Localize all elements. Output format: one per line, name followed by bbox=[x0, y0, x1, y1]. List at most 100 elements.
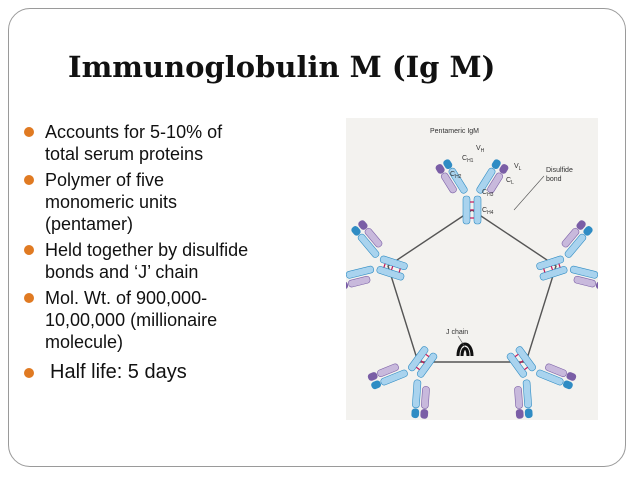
variable-heavy bbox=[351, 226, 361, 236]
pentamer-ring bbox=[387, 209, 557, 363]
heavy-chain-fc bbox=[506, 352, 528, 378]
bullet-text: Polymer of five bbox=[45, 170, 165, 190]
bullet-text: total serum proteins bbox=[45, 144, 204, 164]
antibody-units bbox=[346, 159, 598, 419]
heavy-chain-fab bbox=[346, 265, 375, 279]
variable-light bbox=[566, 372, 577, 381]
igm-monomer bbox=[367, 346, 438, 419]
igm-monomer bbox=[346, 220, 408, 290]
heavy-chain-fab bbox=[476, 167, 496, 194]
ch1-label: CH1 bbox=[462, 155, 474, 164]
bullet-text: monomeric units bbox=[45, 192, 178, 212]
disulfide-bond bbox=[550, 265, 554, 271]
light-chain bbox=[487, 172, 504, 194]
ch2-label: CH2 bbox=[450, 171, 462, 180]
heavy-chain-fab bbox=[380, 369, 408, 386]
disulfide-bond bbox=[524, 366, 529, 371]
vl-label: VL bbox=[514, 163, 522, 172]
slide-frame bbox=[8, 8, 626, 467]
heavy-chain-fab bbox=[357, 233, 380, 258]
igm-monomer bbox=[435, 159, 509, 225]
light-chain bbox=[421, 386, 430, 409]
variable-light bbox=[358, 220, 368, 230]
variable-light bbox=[576, 220, 586, 230]
light-chain bbox=[364, 227, 383, 248]
bullet-icon bbox=[24, 245, 34, 255]
light-chain bbox=[440, 172, 457, 194]
ch4-label: CH4 bbox=[482, 207, 494, 216]
variable-light bbox=[420, 409, 429, 419]
fab-arm bbox=[351, 220, 383, 258]
bullet-text: (pentamer) bbox=[45, 214, 134, 234]
disulfide-label: Disulfide bbox=[546, 167, 573, 174]
disulfide-bond bbox=[415, 366, 420, 371]
fab-arm bbox=[435, 159, 468, 194]
bullet-icon bbox=[24, 293, 34, 303]
disulfide-bond bbox=[390, 265, 394, 271]
heavy-chain-fc bbox=[416, 352, 438, 378]
fab-arm bbox=[569, 265, 598, 290]
igm-pentamer-figure: J chain Pentameric IgM VH CH1 CH2 CH3 CH… bbox=[346, 118, 598, 420]
fab-arm bbox=[411, 379, 430, 419]
light-chain bbox=[561, 227, 580, 248]
variable-heavy bbox=[491, 159, 501, 169]
variable-light bbox=[346, 281, 349, 290]
heavy-chain-fab bbox=[536, 369, 564, 386]
heavy-chain-fc bbox=[515, 346, 536, 372]
bullet-icon bbox=[24, 175, 34, 185]
igm-monomer bbox=[506, 346, 577, 419]
ch3-label: CH3 bbox=[482, 189, 494, 198]
bullet-text: molecule) bbox=[45, 332, 124, 352]
pentameric-igm-label: Pentameric IgM bbox=[430, 128, 479, 135]
variable-heavy bbox=[371, 380, 381, 390]
bullet-item: Mol. Wt. of 900,000- 10,00,000 (milliona… bbox=[22, 287, 322, 353]
variable-light bbox=[367, 372, 378, 381]
fab-arm bbox=[476, 159, 509, 194]
disulfide-bond bbox=[514, 353, 519, 358]
disulfide-bond bbox=[383, 263, 386, 268]
heavy-chain-fab bbox=[564, 233, 587, 258]
bullet-list: Accounts for 5-10% of total serum protei… bbox=[22, 121, 322, 387]
j-chain-label: J chain bbox=[446, 329, 468, 336]
j-chain-pointer bbox=[457, 335, 466, 348]
light-chain bbox=[545, 363, 567, 378]
disulfide-bond bbox=[398, 268, 401, 273]
disulfide-pointer bbox=[513, 175, 545, 211]
disulfide-bond bbox=[420, 360, 425, 364]
bullet-text: Mol. Wt. of 900,000- bbox=[45, 288, 208, 308]
light-chain bbox=[514, 386, 523, 409]
variable-heavy bbox=[443, 159, 453, 169]
bullet-text: Half life: 5 days bbox=[50, 361, 187, 383]
fab-arm bbox=[346, 265, 375, 290]
bullet-item: Held together by disulfide bonds and ‘J’… bbox=[22, 239, 322, 283]
heavy-chain-fab bbox=[412, 379, 422, 409]
variable-heavy bbox=[411, 408, 420, 419]
heavy-chain-fab bbox=[448, 167, 468, 194]
disulfide-bond bbox=[558, 263, 561, 268]
variable-light bbox=[499, 164, 509, 174]
fab-arm bbox=[561, 220, 593, 258]
variable-heavy bbox=[524, 408, 533, 419]
light-chain bbox=[573, 275, 596, 288]
light-chain bbox=[348, 275, 371, 288]
vh-label: VH bbox=[476, 145, 485, 154]
bullet-text: bonds and ‘J’ chain bbox=[45, 262, 199, 282]
variable-heavy bbox=[583, 226, 593, 236]
disulfide-label-2: bond bbox=[546, 176, 562, 183]
variable-light bbox=[515, 409, 524, 419]
bullet-text: Held together by disulfide bbox=[45, 240, 249, 260]
igm-pentamer-diagram: J chain Pentameric IgM VH CH1 CH2 CH3 CH… bbox=[346, 128, 598, 419]
disulfide-bond bbox=[425, 353, 430, 358]
light-chain bbox=[377, 363, 399, 378]
j-chain-icon bbox=[456, 342, 474, 357]
bullet-item: Polymer of five monomeric units (pentame… bbox=[22, 169, 322, 235]
igm-monomer bbox=[536, 220, 598, 290]
variable-heavy bbox=[563, 380, 573, 390]
heavy-chain-fc bbox=[473, 195, 482, 225]
fab-arm bbox=[514, 379, 533, 419]
cl-label: CL bbox=[506, 177, 514, 186]
variable-light bbox=[595, 281, 598, 290]
bullet-text: Accounts for 5-10% of bbox=[45, 122, 223, 142]
bullet-icon bbox=[24, 127, 34, 137]
